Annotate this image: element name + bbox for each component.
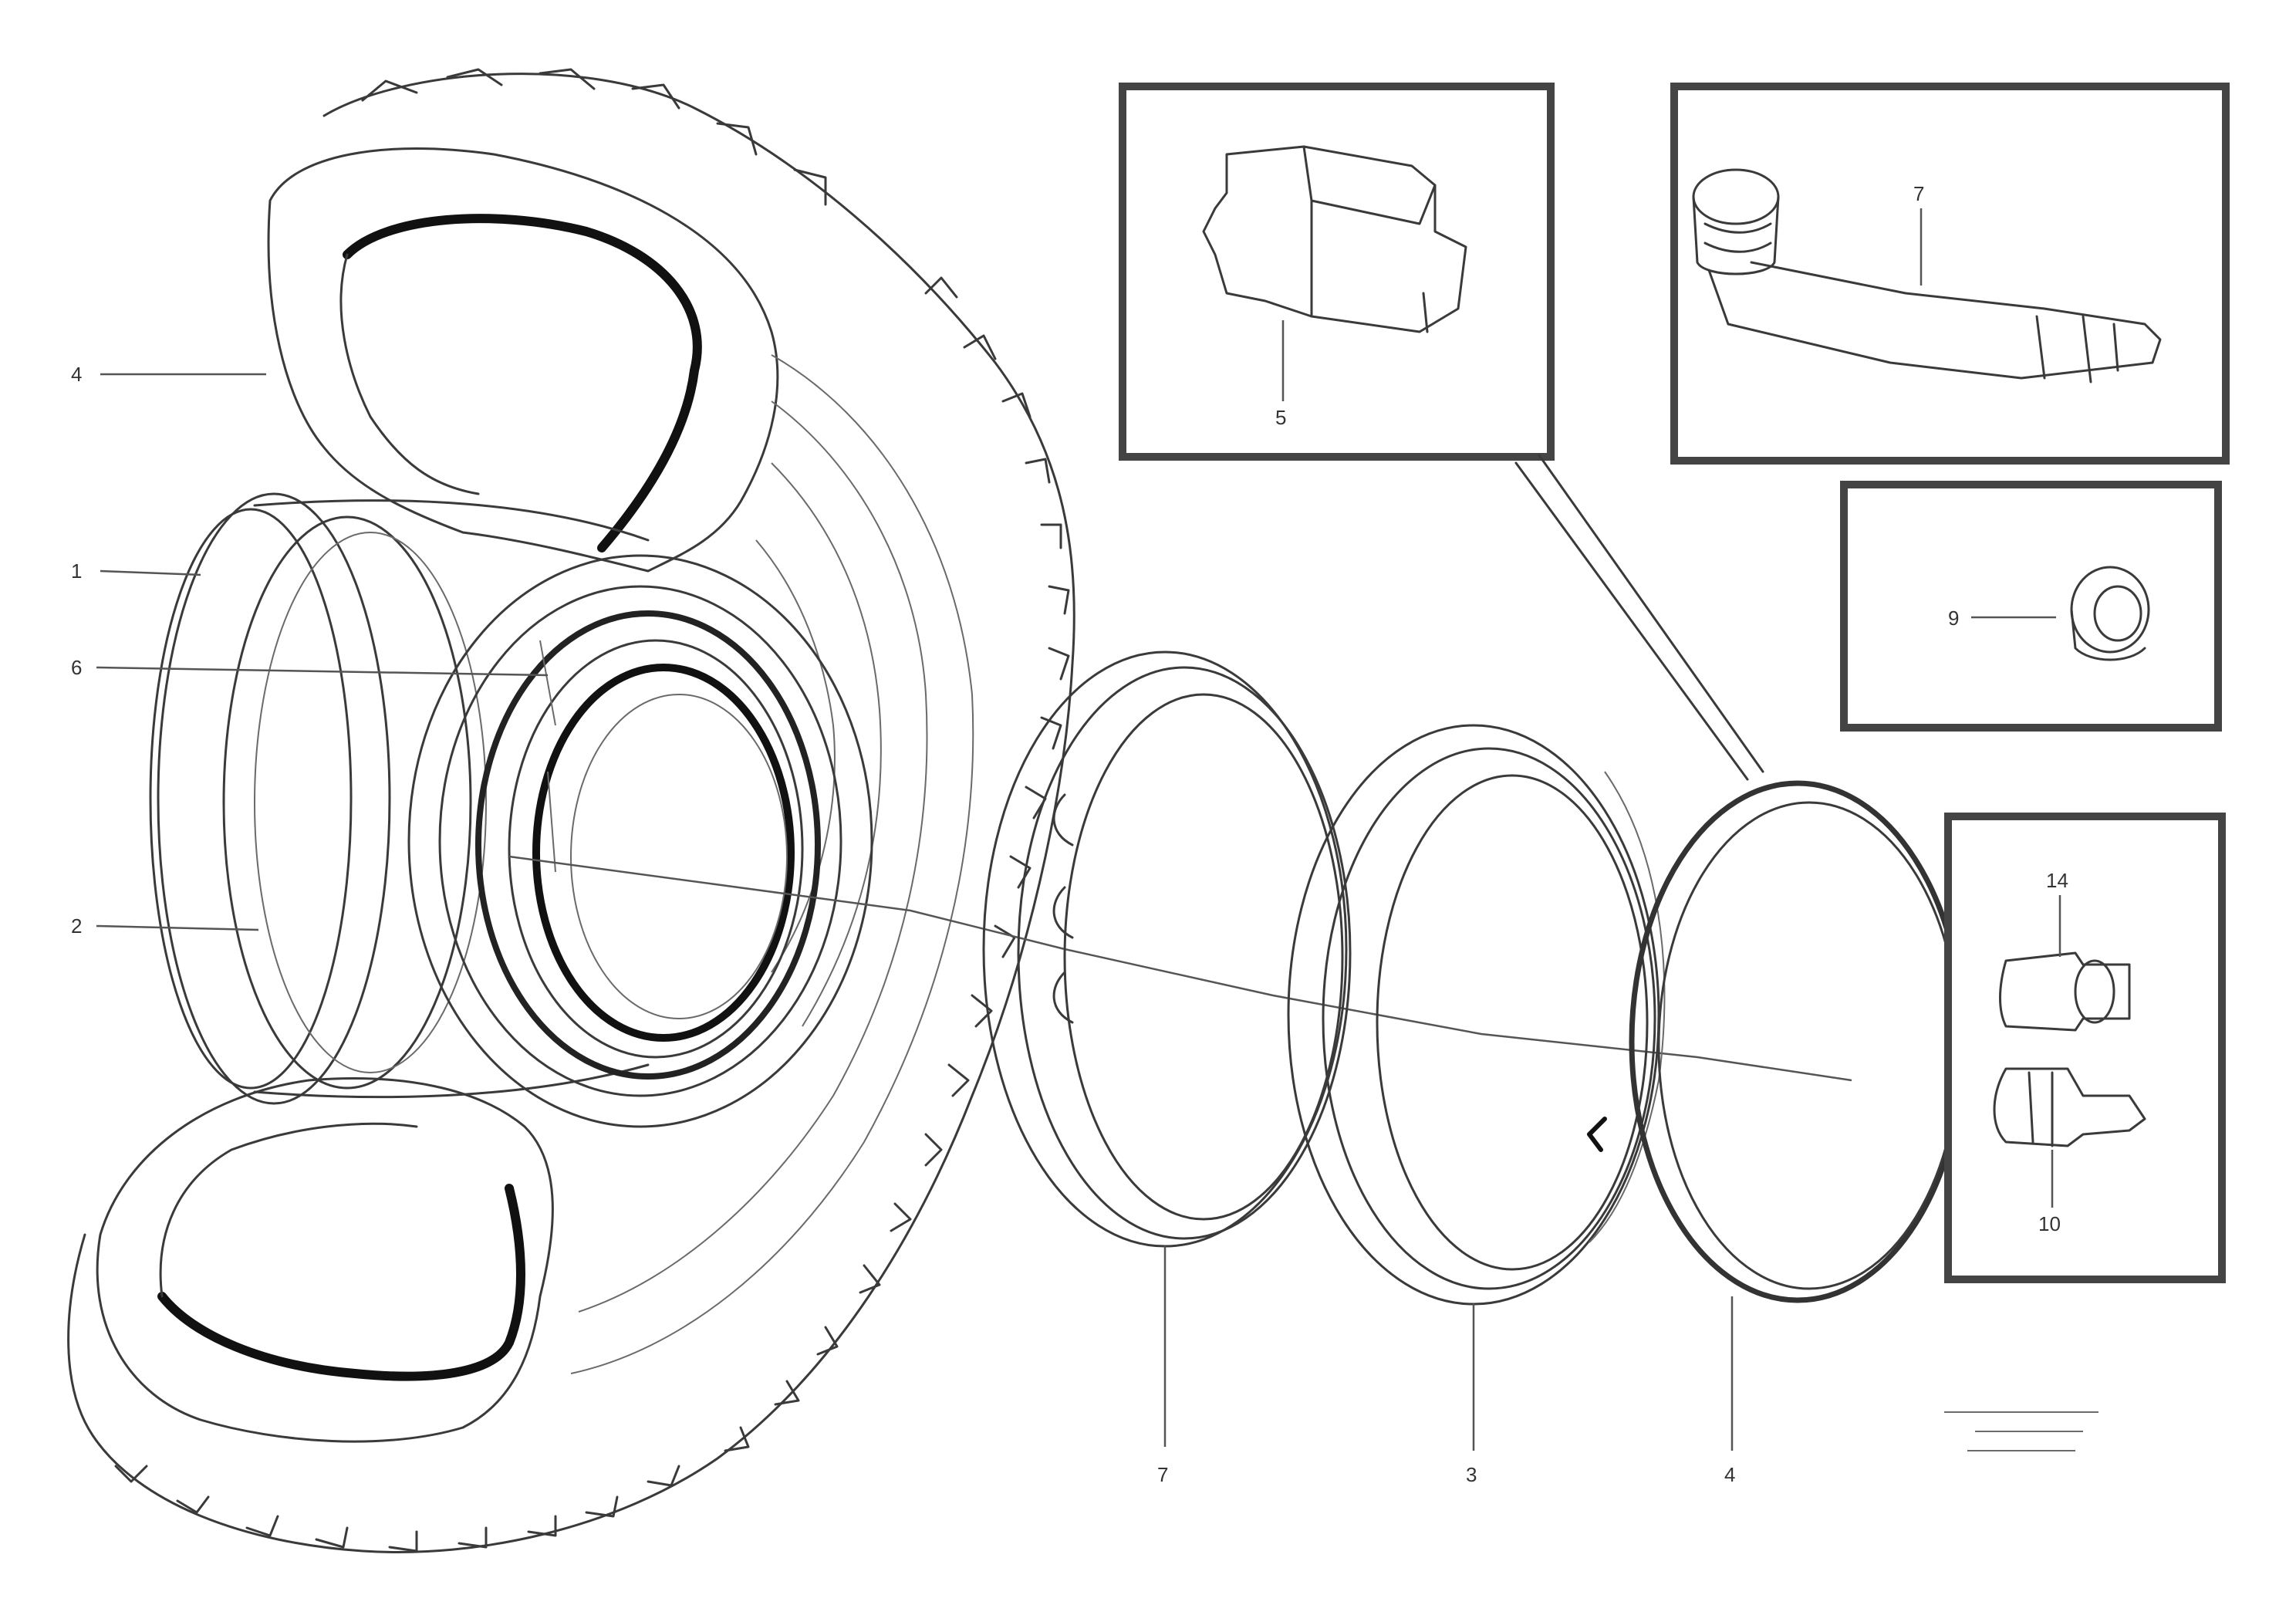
- ring-4: [1587, 780, 1967, 1303]
- callout-tread: 4: [71, 363, 82, 386]
- inset-box-cores: [1944, 813, 2226, 1283]
- rim: [149, 492, 873, 1128]
- callout-cap: 9: [1948, 607, 1959, 630]
- drawing-reference: [1944, 1411, 2098, 1451]
- callout-rim-base: 2: [71, 914, 82, 938]
- callout-ring-4: 4: [1724, 1463, 1735, 1486]
- callout-ring-3: 3: [1466, 1463, 1477, 1486]
- callout-rim-outer: 1: [71, 559, 82, 583]
- callout-sensor: 5: [1275, 406, 1286, 429]
- ring-7: [982, 650, 1352, 1248]
- callout-valve: 7: [1913, 182, 1924, 205]
- connector-line: [1514, 454, 1764, 781]
- callout-ring-7: 7: [1157, 1463, 1168, 1486]
- axis-line: [508, 855, 1852, 1082]
- tire: [67, 68, 1075, 1553]
- ring-3: [1287, 724, 1666, 1306]
- callout-core-bottom: 10: [2038, 1212, 2061, 1235]
- inset-box-sensor: [1119, 83, 1555, 461]
- callout-core-top: 14: [2046, 869, 2068, 892]
- callout-rim-flange: 6: [71, 656, 82, 679]
- leader-lines: [96, 373, 1734, 1451]
- inset-box-valve: [1670, 83, 2230, 465]
- inset-box-cap: [1840, 481, 2222, 732]
